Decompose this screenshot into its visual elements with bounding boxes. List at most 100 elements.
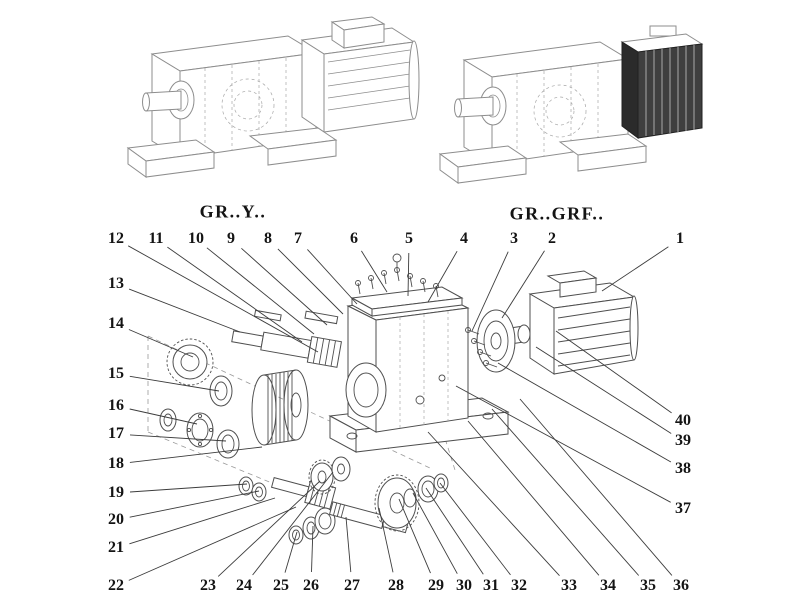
leader-line-13 (128, 288, 241, 333)
input-shaft-assembly (159, 309, 343, 459)
leader-line-39 (535, 346, 672, 434)
leader-line-25 (284, 531, 298, 573)
leader-line-29 (398, 498, 431, 574)
leader-line-9 (241, 247, 328, 326)
callout-30: 30 (456, 577, 472, 594)
callout-14: 14 (108, 315, 124, 332)
callout-33: 33 (561, 577, 577, 594)
leader-line-12 (127, 245, 319, 353)
leader-line-7 (307, 249, 358, 305)
callout-4: 4 (460, 230, 468, 247)
oil-seal (209, 375, 233, 407)
leader-line-20 (129, 490, 260, 518)
output-washer (433, 473, 449, 493)
gear-housing-part (328, 293, 510, 453)
callout-25: 25 (273, 577, 289, 594)
leader-line-23 (217, 480, 321, 577)
leader-line-18 (129, 446, 263, 463)
spacer-sleeve (159, 408, 177, 432)
leader-line-17 (129, 434, 227, 442)
callout-26: 26 (303, 577, 319, 594)
leader-line-10 (206, 247, 315, 335)
callout-17: 17 (108, 425, 124, 442)
leader-line-28 (378, 507, 394, 573)
ring-gear (166, 338, 214, 386)
callout-7: 7 (294, 230, 302, 247)
callout-36: 36 (673, 577, 689, 594)
leader-line-32 (439, 482, 511, 576)
callout-40: 40 (675, 412, 691, 429)
intermediate-gear-2 (331, 456, 351, 482)
motor-part (476, 270, 639, 375)
shaft-key (304, 310, 339, 325)
callout-34: 34 (600, 577, 616, 594)
top-cover-and-bolts (350, 253, 464, 317)
variant-title-gr-grf: GR..GRF.. (509, 203, 605, 224)
callout-3: 3 (510, 230, 518, 247)
callout-15: 15 (108, 365, 124, 382)
callout-2: 2 (548, 230, 556, 247)
callout-21: 21 (108, 539, 124, 556)
leader-line-4 (427, 250, 458, 303)
leader-line-34 (467, 420, 600, 576)
callout-29: 29 (428, 577, 444, 594)
leader-line-21 (129, 497, 276, 545)
leader-line-2 (501, 250, 545, 319)
leader-line-16 (129, 408, 198, 425)
input-bearing-2 (216, 429, 240, 459)
leader-line-8 (277, 248, 344, 315)
leader-line-35 (491, 408, 640, 576)
leader-line-14 (128, 329, 194, 358)
motor-flange (476, 309, 516, 373)
leader-line-11 (167, 246, 303, 343)
callout-5: 5 (405, 230, 413, 247)
leader-line-6 (361, 250, 388, 293)
callout-8: 8 (264, 230, 272, 247)
callout-19: 19 (108, 484, 124, 501)
callout-22: 22 (108, 577, 124, 594)
callout-23: 23 (200, 577, 216, 594)
leader-line-33 (427, 431, 560, 577)
cover-screws (355, 253, 439, 298)
leader-line-27 (345, 516, 352, 573)
callout-35: 35 (640, 577, 656, 594)
exploded-view (147, 253, 639, 545)
callout-6: 6 (350, 230, 358, 247)
callout-11: 11 (148, 230, 164, 247)
leader-line-40 (555, 330, 672, 414)
leader-line-15 (129, 375, 220, 392)
leader-line-37 (455, 385, 671, 503)
callout-37: 37 (675, 500, 691, 517)
callout-38: 38 (675, 460, 691, 477)
leader-line-19 (129, 483, 248, 493)
leader-line-22 (128, 506, 297, 581)
leader-line-26 (311, 525, 314, 573)
callout-28: 28 (388, 577, 404, 594)
callout-20: 20 (108, 511, 124, 528)
callout-18: 18 (108, 455, 124, 472)
callout-9: 9 (227, 230, 235, 247)
callout-1: 1 (676, 230, 684, 247)
callout-31: 31 (483, 577, 499, 594)
leader-line-38 (497, 362, 672, 463)
assembled-unit-gr-grf (438, 25, 704, 184)
callout-32: 32 (511, 577, 527, 594)
assembled-unit-gr-y (126, 16, 420, 178)
callout-24: 24 (236, 577, 252, 594)
variant-title-gr-y: GR..Y.. (199, 201, 267, 222)
callout-13: 13 (108, 275, 124, 292)
leader-line-36 (519, 398, 673, 576)
intermediate-shaft-assembly (238, 456, 351, 510)
callout-39: 39 (675, 432, 691, 449)
callout-16: 16 (108, 397, 124, 414)
leader-line-31 (425, 487, 484, 575)
callout-12: 12 (108, 230, 124, 247)
leader-line-5 (407, 252, 410, 297)
motor-mount-bolts (465, 327, 498, 368)
leader-line-30 (412, 492, 458, 574)
helical-gear-large (251, 369, 309, 446)
leader-line-3 (471, 251, 509, 332)
